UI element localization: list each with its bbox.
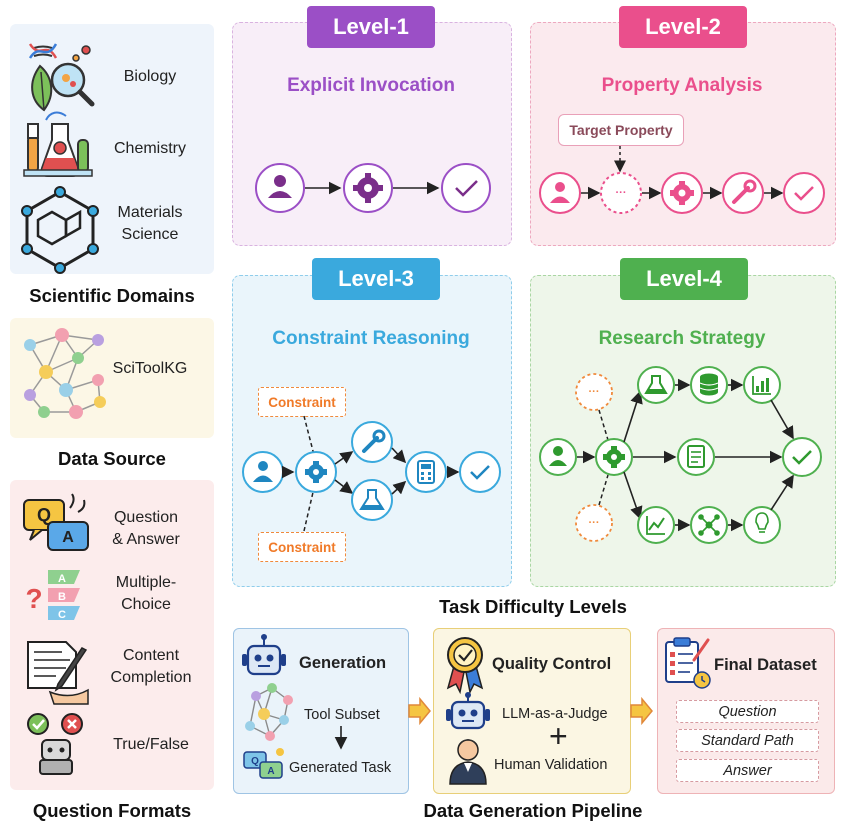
pipeline-arrow-1 (408, 696, 431, 726)
scitoolkg-icon (24, 328, 106, 419)
question-formats-panel (10, 480, 214, 790)
svg-text:A: A (62, 529, 74, 546)
final-dataset-title: Final Dataset (714, 656, 817, 674)
tool-subset-label: Tool Subset (304, 707, 380, 723)
plus-sign: + (549, 718, 568, 754)
generation-title: Generation (299, 654, 387, 672)
chemistry-icon (23, 111, 93, 177)
format-qa-label: Question & Answer (112, 509, 180, 548)
pipeline-label: Data Generation Pipeline (423, 800, 643, 821)
pipeline-arrow-2 (630, 696, 653, 726)
svg-text:A: A (267, 766, 274, 777)
svg-text:C: C (58, 609, 66, 621)
level-4-badge: Level-4 (620, 258, 748, 300)
judge-robot-icon (446, 692, 490, 730)
level-1-badge: Level-1 (307, 6, 435, 48)
svg-text:···: ··· (589, 517, 600, 529)
dataset-standard-path: Standard Path (676, 729, 819, 752)
multiple-choice-icon: ? A B C (25, 570, 80, 621)
data-source-title: Data Source (58, 448, 166, 469)
domain-chemistry-label: Chemistry (113, 140, 186, 157)
robot-icon (242, 634, 286, 676)
svg-text:···: ··· (616, 187, 627, 199)
domain-biology-label: Biology (123, 68, 177, 85)
question-formats-title: Question Formats (32, 800, 192, 821)
format-completion-label: Content Completion (110, 647, 192, 686)
format-mc-label: Multiple- Choice (115, 574, 177, 613)
task-levels-label: Task Difficulty Levels (439, 596, 627, 617)
svg-text:Q: Q (251, 756, 259, 767)
tool-subset-icon (245, 683, 293, 741)
quality-badge-icon (446, 637, 484, 695)
quality-control-title: Quality Control (492, 655, 612, 673)
level-3-title: Constraint Reasoning (272, 328, 470, 349)
generated-task-icon: Q A (243, 748, 284, 779)
level-3-flow (242, 415, 501, 532)
svg-text:···: ··· (589, 386, 600, 398)
svg-text:A: A (58, 573, 66, 585)
constraint-box-bottom: Constraint (258, 532, 346, 562)
svg-text:Q: Q (37, 505, 51, 525)
svg-text:B: B (58, 591, 66, 603)
svg-text:?: ? (25, 583, 42, 614)
level-2-flow: ··· (539, 146, 825, 214)
level-2-badge: Level-2 (619, 6, 747, 48)
level-4-title: Research Strategy (598, 328, 766, 349)
level-1-title: Explicit Invocation (287, 75, 455, 96)
dataset-question: Question (676, 700, 819, 723)
target-property-box: Target Property (558, 114, 684, 146)
level-4-flow: ··· ··· (539, 366, 822, 544)
domains-title: Scientific Domains (29, 285, 195, 306)
qa-icon: Q A (23, 493, 89, 551)
materials-icon (21, 186, 99, 274)
llm-judge-label: LLM-as-a-Judge (502, 706, 608, 722)
true-false-icon (27, 713, 83, 775)
level-3-badge: Level-3 (312, 258, 440, 300)
domain-materials-label: Materials Science (117, 204, 183, 243)
dataset-answer: Answer (676, 759, 819, 782)
human-icon (449, 739, 487, 785)
completion-icon (27, 641, 89, 705)
level-1-flow (255, 163, 491, 213)
domains-panel (10, 24, 214, 274)
biology-icon (28, 43, 95, 112)
format-tf-label: True/False (113, 736, 189, 753)
data-source-item: SciToolKG (112, 360, 188, 377)
constraint-box-top: Constraint (258, 387, 346, 417)
human-validation-label: Human Validation (494, 757, 608, 773)
level-2-title: Property Analysis (601, 75, 763, 96)
generated-task-label: Generated Task (289, 760, 392, 776)
clipboard-icon (665, 637, 711, 689)
